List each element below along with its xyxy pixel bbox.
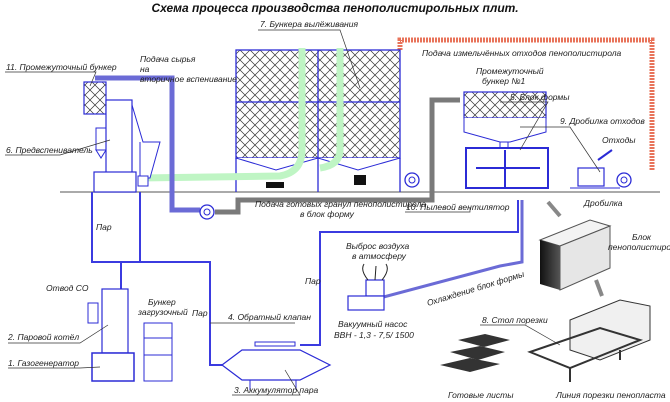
waste-crusher [570,149,620,189]
label-block-form: 5. Блок формы [510,92,570,102]
cooling-note: Охлаждение блок формы [426,269,526,308]
label-check-valve: 4. Обратный клапан [228,312,311,322]
label-pre-expander: 6. Предвспениватель [6,145,93,155]
steam-accumulator [221,341,332,390]
air-release-note-1: Выброс воздуха [346,241,410,251]
label-waste-crusher: 9. Дробилка отходов [560,116,645,126]
cutting-table [527,299,651,382]
vacuum-pump-note-1: Вакуумный насос [338,319,408,329]
label-dust-fan: 10. Пылевой вентилятор [406,202,510,212]
mid-bunker-note-2: бункер №1 [482,76,526,86]
steam-lines [91,192,524,366]
loading-bunker-note-1: Бункер [148,297,176,307]
label-intermediate-bunker: 11. Промежуточный бункер [6,62,117,72]
maturation-bunkers [235,49,401,192]
block-note-2: пенополистирола [608,242,670,252]
foam-block [538,219,612,291]
arrow-to-block [546,200,562,218]
vacuum-pump [347,263,388,311]
waste-feed-note: Подача измельчённых отходов пенополистир… [422,48,622,58]
arrow-to-cutting [594,279,604,297]
pre-expander [83,81,161,193]
steam-note-3: Пар [305,276,321,286]
vacuum-pump-note-2: ВВН - 1,3 - 7,5/ 1500 [334,330,414,340]
pellet-feed-pipe [215,97,460,215]
diagram-title: Схема процесса производства пенополистир… [151,1,518,15]
raw-feed-note-1: Подача сырья [140,54,196,64]
block-note-1: Блок [632,232,652,242]
waste-note: Отходы [602,135,636,145]
raw-feed-pipe [95,75,200,213]
label-cutting-table: 8. Стол порезки [482,315,548,325]
finished-sheets [440,334,510,372]
fan-1 [199,204,215,220]
cutting-line-note: Линия порезки пенопласта [555,390,666,400]
mid-bunker-note-1: Промежуточный [476,66,544,76]
raw-feed-note-3: вторичное вспенивание [140,74,237,84]
steam-note-1: Пар [96,222,112,232]
label-gas-generator: 1. Газогенератор [8,358,79,368]
pellet-feed-note-2: в блок форму [300,209,355,219]
air-release-note-2: в атмосферу [352,251,407,261]
dust-fan-10 [404,172,420,188]
label-steam-boiler: 2. Паровой котёл [7,332,79,342]
fan-3 [616,172,632,188]
raw-feed-note-2: на [140,64,150,74]
leader-lines [5,29,601,396]
co-outlet-note: Отвод CO [46,283,89,293]
waste-feed-pipe [397,37,655,170]
green-transport-pipe [139,48,306,182]
label-steam-accumulator: 3. Аккумулятор пара [234,385,319,395]
finished-sheets-note: Готовые листы [448,390,514,400]
block-form [463,91,549,189]
loading-bunker-note-2: загрузочный [137,307,188,317]
pellet-feed-note-1: Подача готовых гранул пенополистирола [255,199,426,209]
label-maturation-bunkers: 7. Бункера вылёживания [260,19,358,29]
crusher-note: Дробилка [583,198,623,208]
steam-note-2: Пар [192,308,208,318]
steam-boiler [87,288,173,382]
